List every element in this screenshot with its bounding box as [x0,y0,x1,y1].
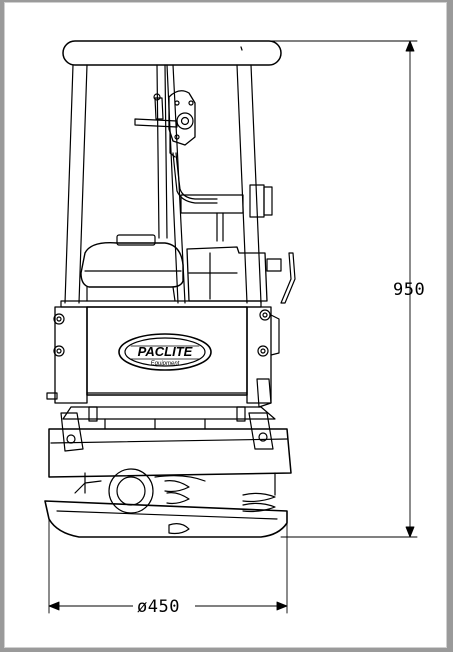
frame-uprights [64,64,262,304]
engine-block [186,246,296,304]
brand-logo-subtext: Equipment [151,361,180,367]
engine-upper [180,184,273,242]
exciter-springs [74,468,276,514]
diameter-dimension-label: ø450 [137,597,180,617]
drawing-sheet: PACLITE Equipment [4,2,447,648]
fuel-tank [80,234,184,302]
belt-guard-shroud [46,300,280,408]
brand-logo-badge [118,333,212,371]
machine-technical-drawing: PACLITE Equipment [44,40,425,617]
height-dimension-label: 950 [393,280,425,300]
throttle-lever [134,90,218,204]
brand-logo-text: PACLITE [138,344,193,359]
height-dimension [246,40,418,538]
handle-bar [62,40,282,66]
base-mount-plate [48,406,292,478]
compactor-base-plate [44,500,288,538]
diameter-label-mask [133,595,195,617]
